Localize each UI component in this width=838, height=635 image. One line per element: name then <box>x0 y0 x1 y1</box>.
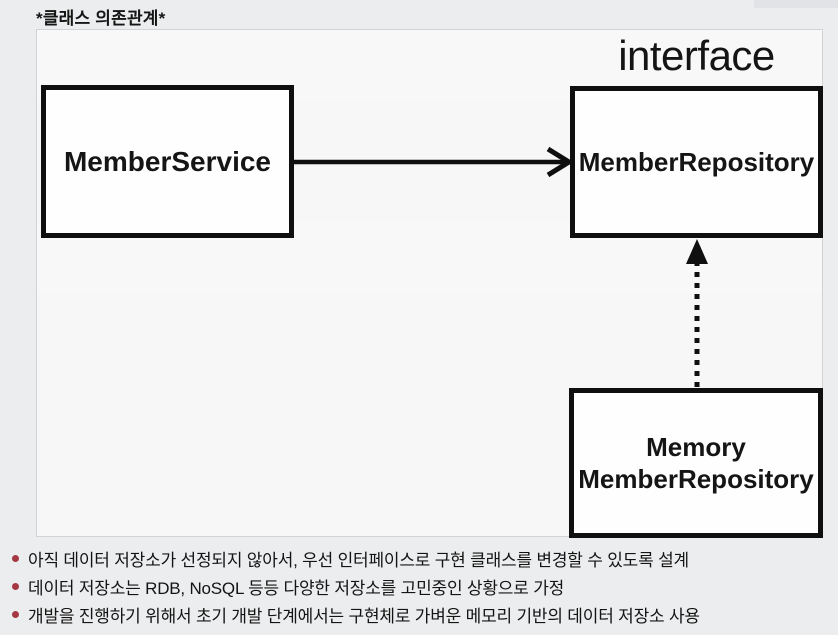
note-item-1: 아직 데이터 저장소가 선정되지 않아서, 우선 인터페이스로 구현 클래스를 … <box>6 544 834 572</box>
memory-member-repository-box: Memory MemberRepository <box>569 388 823 538</box>
member-repository-box: MemberRepository <box>570 86 823 238</box>
member-service-box: MemberService <box>41 85 294 238</box>
note-item-2: 데이터 저장소는 RDB, NoSQL 등등 다양한 저장소를 고민중인 상황으… <box>6 572 834 600</box>
member-service-label: MemberService <box>63 145 271 177</box>
memory-member-repository-line2: MemberRepository <box>578 464 814 494</box>
note-text-3: 개발을 진행하기 위해서 초기 개발 단계에서는 구현체로 가벼운 메모리 기반… <box>28 606 700 626</box>
dependency-arrow-solid <box>294 146 574 178</box>
interface-label: interface <box>618 32 775 79</box>
page-title: *클래스 의존관계* <box>36 9 166 28</box>
note-text-1: 아직 데이터 저장소가 선정되지 않아서, 우선 인터페이스로 구현 클래스를 … <box>28 550 689 570</box>
note-item-3: 개발을 진행하기 위해서 초기 개발 단계에서는 구현체로 가벼운 메모리 기반… <box>6 600 834 628</box>
bullet-dot <box>12 610 19 618</box>
member-repository-label: MemberRepository <box>578 146 815 177</box>
bullet-dot <box>12 554 19 562</box>
memory-member-repository-label: Memory MemberRepository <box>578 431 814 495</box>
bullet-dot <box>12 582 19 590</box>
top-right-strip <box>754 0 838 8</box>
notes-list: 아직 데이터 저장소가 선정되지 않아서, 우선 인터페이스로 구현 클래스를 … <box>6 544 834 628</box>
note-text-2: 데이터 저장소는 RDB, NoSQL 등등 다양한 저장소를 고민중인 상황으… <box>28 578 565 598</box>
class-dependency-diagram: interface MemberService MemberRepository… <box>36 29 823 538</box>
implements-arrow-dotted <box>686 239 708 387</box>
memory-member-repository-line1: Memory <box>646 432 746 462</box>
